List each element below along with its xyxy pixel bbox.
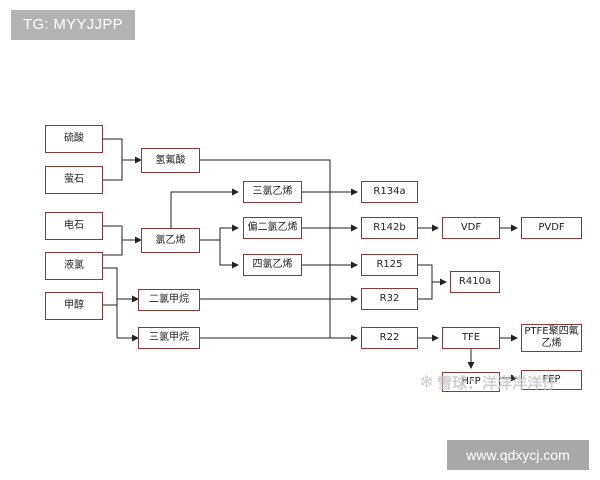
node-r142b: R142b [361,217,418,239]
node-yingshi: 萤石 [45,166,103,194]
node-hfp: HFP [442,372,500,392]
node-r125: R125 [361,254,418,276]
node-tfe: TFE [442,327,500,349]
snowball-logo-icon: ❄ [419,372,435,393]
node-sanlvyixi: 三氯乙烯 [243,181,302,203]
node-yelv: 液氯 [45,252,103,280]
node-fep: FEP [521,370,582,390]
node-r32: R32 [361,288,418,310]
edge-split-silvyixi [219,240,239,269]
node-pvdf: PVDF [521,217,582,239]
edge-yelv-down [103,267,118,338]
node-vdf: VDF [442,217,500,239]
node-erlvjiawan: 二氯甲烷 [138,289,200,311]
node-ptfe: PTFE聚四氟 乙烯 [521,324,582,352]
node-qingfusuan: 氢氟酸 [141,148,200,173]
edge-yingshi-qingfusuan [103,160,123,181]
edge-dianshi-lvyixi [103,225,123,240]
edge-liusuan-qingfusuan [103,138,123,160]
edge-r125-r410a [418,264,433,282]
edge-r32-r410a [418,282,433,300]
node-r410a: R410a [450,271,500,293]
node-dianshi: 电石 [45,212,103,240]
node-liusuan: 硫酸 [45,125,103,153]
node-sanlvjiawan: 三氯甲烷 [138,327,200,349]
node-r22: R22 [361,327,418,349]
edge-lvyixi-sanlvyixi [170,188,239,228]
node-lvyixi: 氯乙烯 [141,228,200,253]
watermark-text: 雪球：洋洋洋洋仔 [437,374,558,392]
footer-url[interactable]: www.qdxycj.com [447,440,589,470]
edge-split-pianerlvyixi [219,224,239,240]
node-r134a: R134a [361,181,418,203]
edge-qingfusuan-bus [200,159,331,338]
node-pianerlvyixi: 偏二氯乙烯 [243,217,302,239]
header-tag: TG: MYYJJPP [11,10,135,40]
edge-yelv-lvyixi [103,240,123,256]
node-silvyixi: 四氯乙烯 [243,254,302,276]
watermark: ❄雪球：洋洋洋洋仔 [419,372,557,393]
node-jiachun: 甲醇 [45,292,103,320]
